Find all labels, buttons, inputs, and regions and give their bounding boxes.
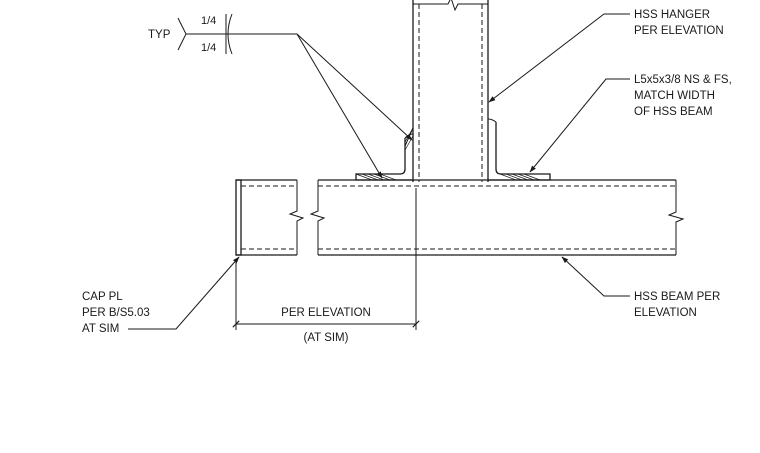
angle-right <box>487 118 551 181</box>
angle-line-1: L5x5x3/8 NS & FS, <box>634 74 732 86</box>
hss-hanger-line-1: HSS HANGER <box>634 9 710 21</box>
dimension-sub-label: (AT SIM) <box>304 332 349 344</box>
hss-beam-line-2: ELEVATION <box>634 307 697 319</box>
cap-plate-line-1: CAP PL <box>82 291 123 303</box>
cap-plate-line-3: AT SIM <box>82 323 119 335</box>
dimension-label: PER ELEVATION <box>281 307 371 319</box>
angle-line-3: OF HSS BEAM <box>634 106 713 118</box>
callout-cap-plate: CAP PL PER B/S5.03 AT SIM <box>82 256 240 335</box>
callout-hss-beam: HSS BEAM PER ELEVATION <box>561 256 720 319</box>
angle-line-2: MATCH WIDTH <box>634 90 715 102</box>
hss-beam <box>235 179 685 256</box>
callout-hss-hanger: HSS HANGER PER ELEVATION <box>488 9 724 103</box>
angle-left <box>355 127 414 181</box>
dimension-per-elevation: PER ELEVATION (AT SIM) <box>232 188 420 344</box>
cap-plate-line-2: PER B/S5.03 <box>82 307 150 319</box>
weld-typ-label: TYP <box>148 29 171 41</box>
weld-size-top: 1/4 <box>201 15 216 27</box>
weld-symbol: TYP 1/4 1/4 <box>148 13 413 179</box>
hss-hanger <box>412 0 489 182</box>
hss-beam-line-1: HSS BEAM PER <box>634 291 720 303</box>
weld-size-bottom: 1/4 <box>201 42 216 54</box>
hss-hanger-line-2: PER ELEVATION <box>634 25 724 37</box>
callout-angle: L5x5x3/8 NS & FS, MATCH WIDTH OF HSS BEA… <box>529 74 732 173</box>
